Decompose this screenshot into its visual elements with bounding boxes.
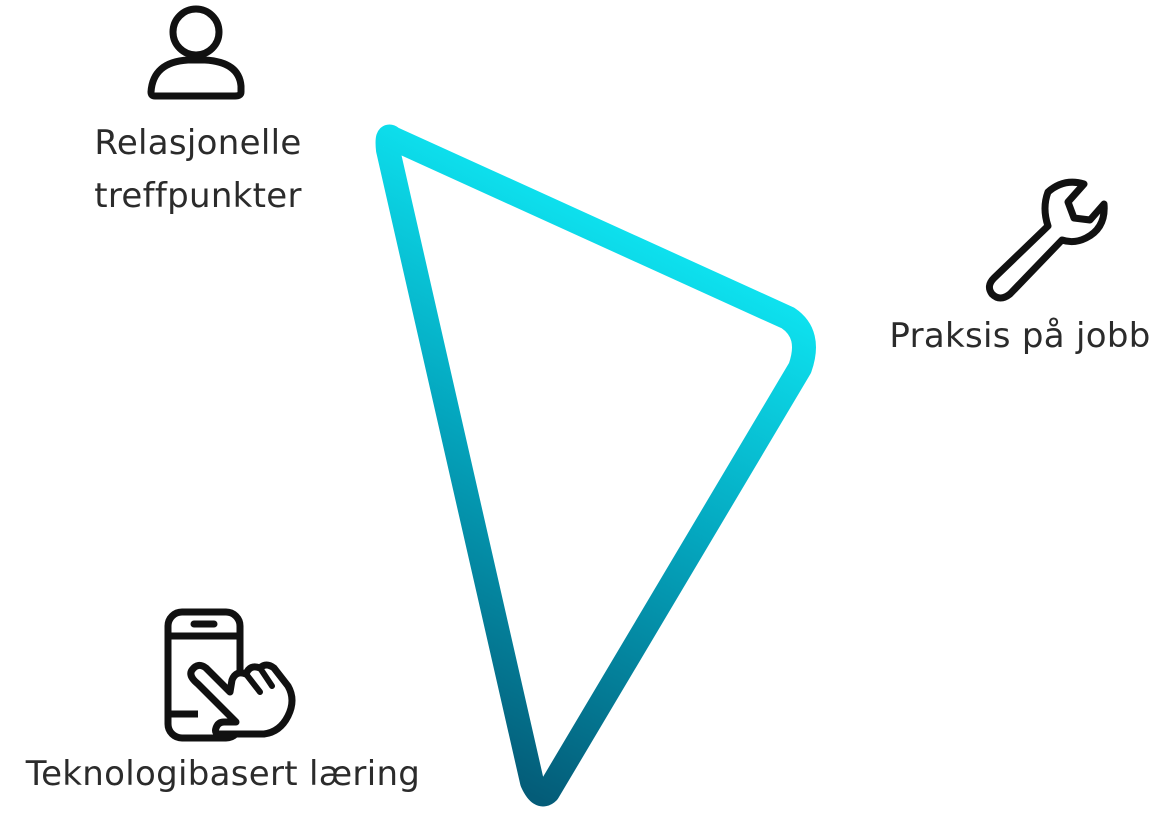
node-label-right: Praksis på jobb — [889, 316, 1151, 356]
wrench-icon — [985, 178, 1108, 302]
label-line-1: Relasjonelle — [94, 123, 302, 163]
label-line-2: treffpunkter — [94, 175, 302, 216]
triangle-path — [375, 124, 816, 807]
smartphone-touch-icon — [164, 608, 296, 742]
node-relational-meeting-points: Relasjonelle treffpunkter — [66, 0, 330, 222]
node-technology-based-learning: Teknologibasert læring — [0, 606, 446, 801]
node-label-bottom: Teknologibasert læring — [25, 754, 421, 794]
person-icon — [147, 5, 245, 100]
node-practice-at-work: Praksis på jobb — [872, 170, 1168, 363]
node-label-top: Relasjonelle treffpunkter — [66, 117, 330, 222]
